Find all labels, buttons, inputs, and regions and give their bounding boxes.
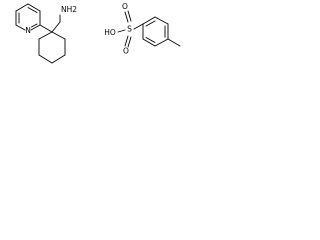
sulfonyl-oxygen-top-label: O (122, 2, 128, 11)
bond (15, 24, 26, 31)
bond (51, 21, 61, 33)
sulfonyl-oxygen-bottom-label: O (123, 47, 129, 56)
double-bond (145, 20, 156, 27)
bond (142, 38, 156, 47)
molecule-drawing: N NH2 (15, 2, 181, 64)
bond (154, 16, 169, 25)
pyridine-ring (15, 3, 41, 31)
bond (15, 3, 29, 12)
double-bond (127, 36, 132, 48)
bond (51, 31, 66, 40)
bond (38, 54, 53, 64)
chemical-structure-image: N NH2 (0, 0, 200, 78)
double-bond (124, 35, 129, 47)
bond (39, 24, 53, 33)
pyridine-nitrogen-label: N (25, 26, 31, 35)
bond (27, 3, 41, 12)
bond (133, 23, 144, 30)
bond (167, 38, 181, 47)
double-bond (31, 23, 38, 28)
sulfur-label: S (127, 25, 132, 34)
amine-molecule: N NH2 (15, 3, 77, 64)
bond (154, 38, 169, 47)
benzene-ring (142, 16, 169, 47)
bond (30, 24, 41, 31)
cyclohexane-ring (38, 31, 66, 64)
double-bond (127, 10, 132, 22)
amine-label: NH2 (61, 5, 77, 14)
tosic-acid-molecule: S O O HO (104, 2, 181, 56)
double-bond (124, 11, 129, 23)
bond (117, 29, 126, 33)
double-bond (27, 7, 38, 13)
bond (142, 16, 156, 25)
hydroxyl-label: HO (104, 28, 116, 37)
bond (38, 31, 53, 40)
double-bond (145, 37, 156, 43)
bond (51, 54, 66, 64)
